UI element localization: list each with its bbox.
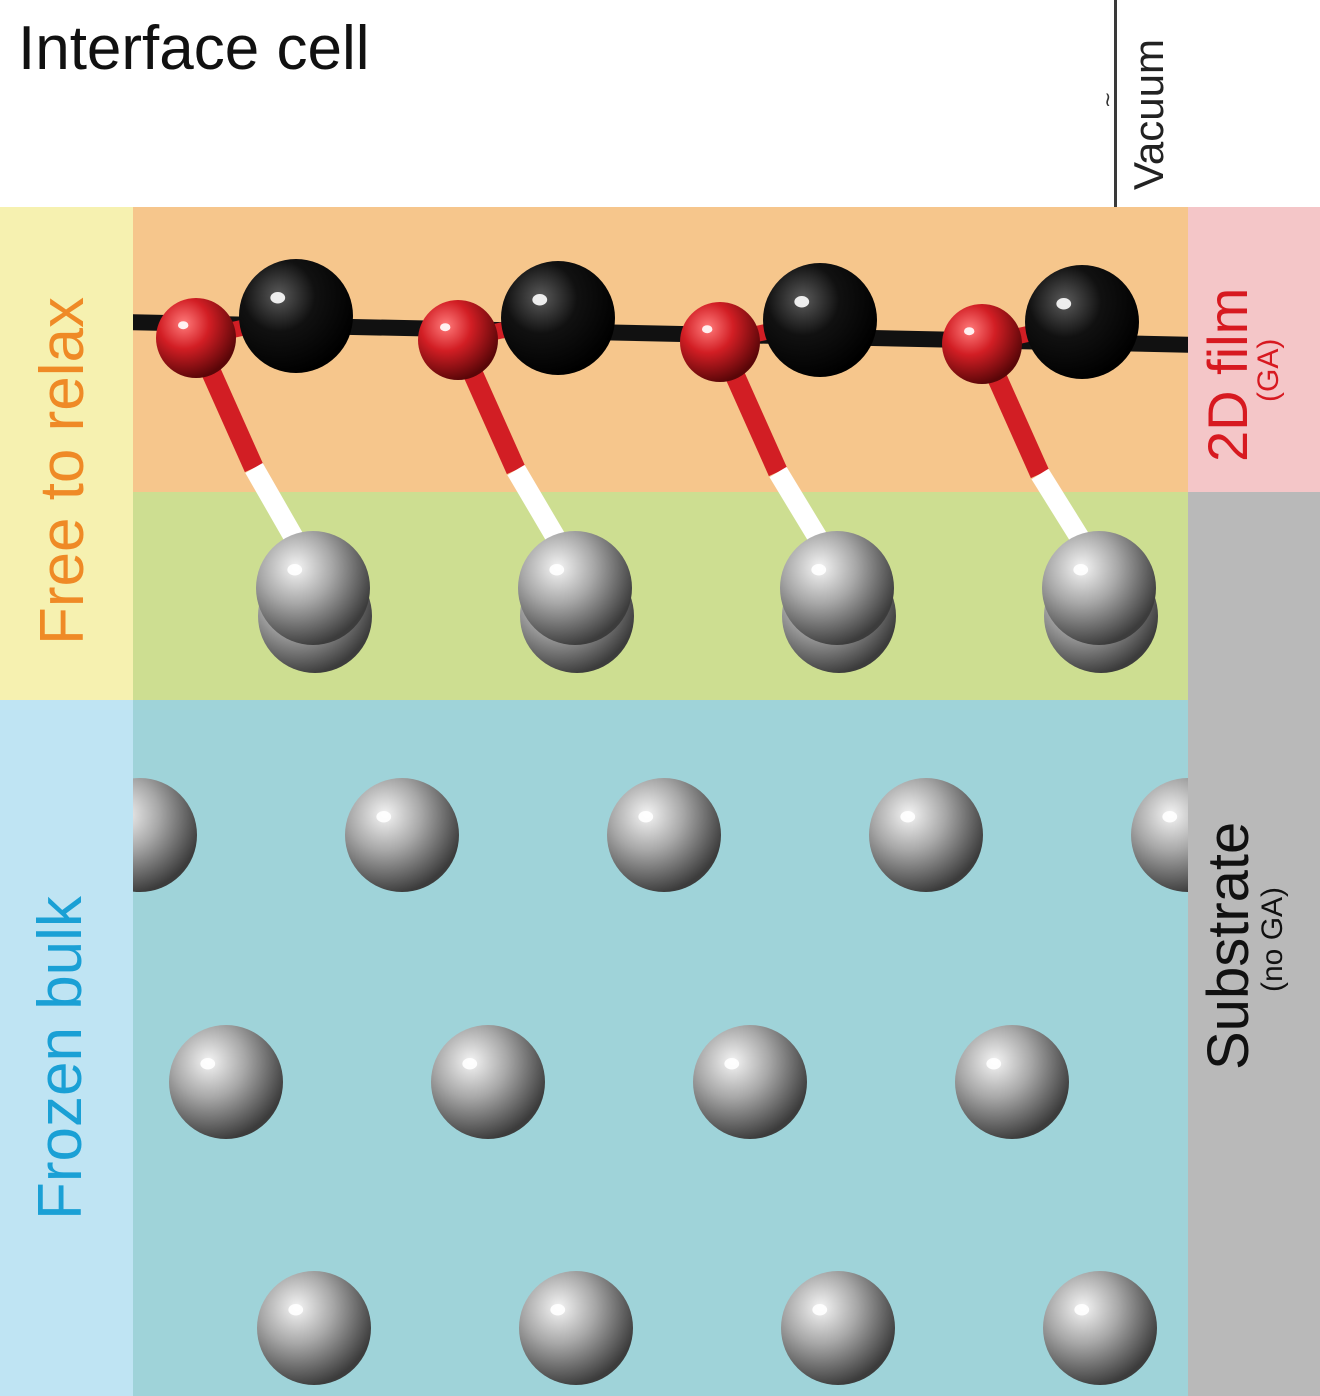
film-red-atom (418, 300, 498, 380)
film-black-atom (763, 263, 877, 377)
anchor-atom (518, 531, 632, 645)
film-strip (1188, 207, 1320, 492)
vacuum-break-mark: ≀ (1104, 89, 1112, 111)
substrate-atom (257, 1271, 371, 1385)
film-red-atom (680, 302, 760, 382)
diagram-title: Interface cell (18, 14, 370, 83)
substrate-note: (no GA) (1256, 886, 1289, 992)
substrate-atom (133, 778, 197, 892)
substrate-atom (431, 1025, 545, 1139)
anchor-atom (1042, 531, 1156, 645)
film-black-atom (501, 261, 615, 375)
substrate-atom (693, 1025, 807, 1139)
substrate-strip (1188, 492, 1320, 1396)
free-to-relax-label: Free to relax (28, 296, 97, 645)
substrate-atom (1043, 1271, 1157, 1385)
film-black-atom (239, 259, 353, 373)
film-label: 2D film (1196, 287, 1259, 462)
vacuum-bracket-line (1114, 0, 1117, 207)
substrate-atom (1131, 778, 1188, 892)
anchor-bond-white (245, 463, 306, 548)
frozen-bulk-strip (0, 700, 133, 1396)
anchor-bond-white (769, 466, 830, 549)
substrate-atom (869, 778, 983, 892)
anchor-bond-white (1031, 468, 1092, 549)
free-to-relax-strip (0, 207, 133, 700)
substrate-atom (169, 1025, 283, 1139)
anchor-atom (256, 531, 370, 645)
film-red-atom (942, 304, 1022, 384)
substrate-atom (955, 1025, 1069, 1139)
substrate-atom (519, 1271, 633, 1385)
substrate-atom (607, 778, 721, 892)
anchor-atom (780, 531, 894, 645)
film-black-atom (1025, 265, 1139, 379)
substrate-label: Substrate (1196, 821, 1261, 1070)
film-note: (GA) (1252, 338, 1285, 402)
frozen-bulk-label: Frozen bulk (26, 896, 95, 1220)
substrate-atom (781, 1271, 895, 1385)
anchor-bond-white (507, 464, 568, 549)
substrate-atom (345, 778, 459, 892)
film-red-atom (156, 298, 236, 378)
